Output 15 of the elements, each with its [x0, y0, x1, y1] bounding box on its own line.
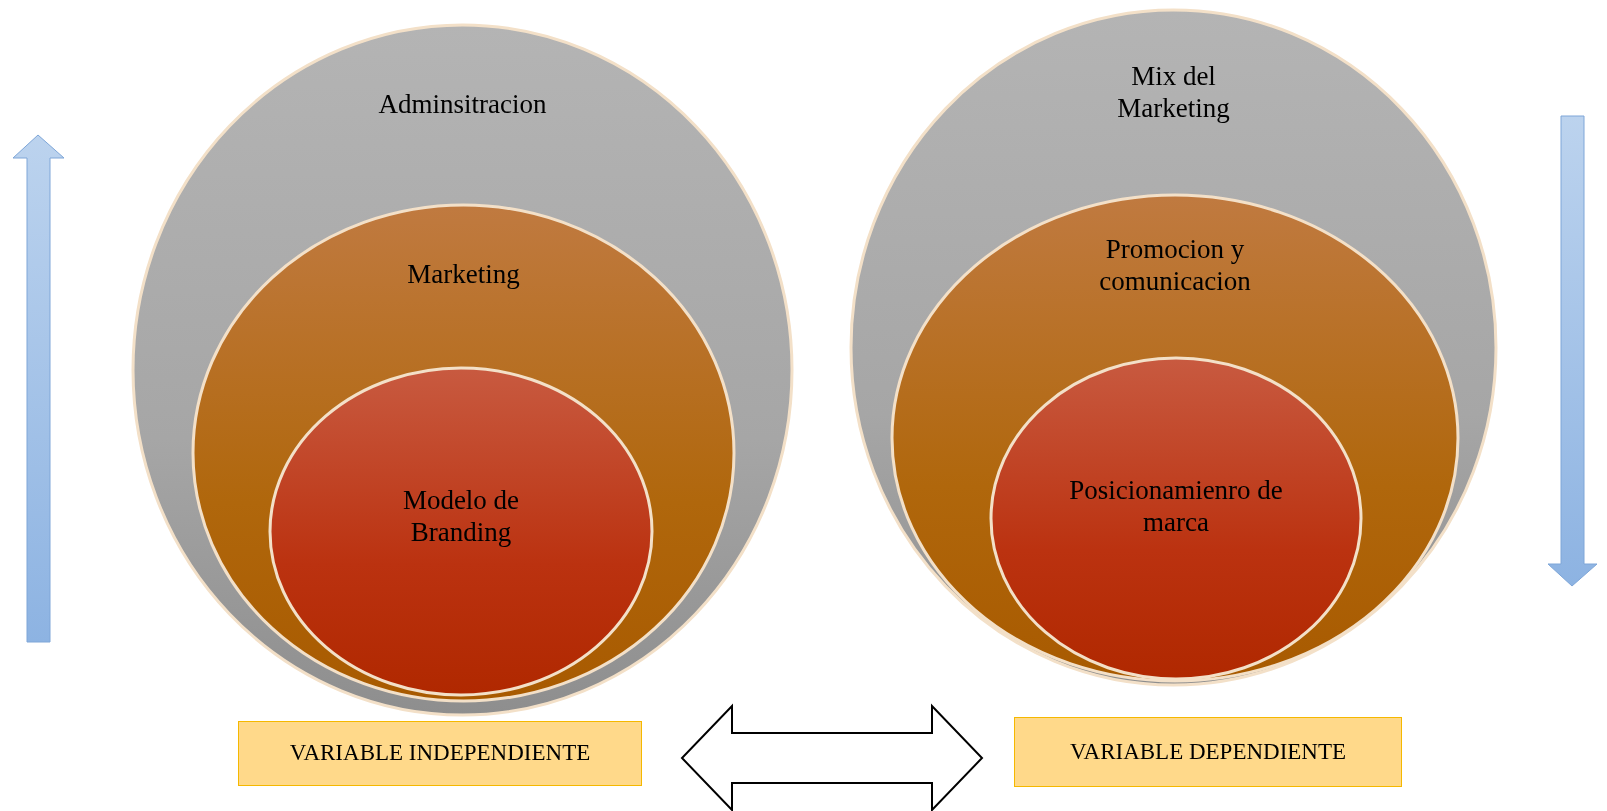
middle-ellipse: [191, 203, 736, 703]
inner-ellipse: [989, 356, 1363, 681]
ellipse-label: Posicionamienro de marca: [1068, 474, 1284, 538]
variable-box: VARIABLE DEPENDIENTE: [1014, 717, 1402, 787]
ellipse-label: Promocion y comunicacion: [1098, 233, 1252, 297]
ellipse-label: Adminsitracion: [377, 88, 548, 120]
inner-ellipse: [268, 366, 654, 697]
ellipse-label: Mix del Marketing: [1116, 60, 1231, 124]
outer-circle: [849, 8, 1498, 687]
outer-circle: [131, 23, 794, 717]
ellipse-label: Marketing: [406, 258, 521, 290]
double-arrow: [680, 703, 984, 811]
variable-box: VARIABLE INDEPENDIENTE: [238, 721, 642, 786]
ellipse-label: Modelo de Branding: [401, 484, 521, 548]
middle-ellipse: [890, 193, 1460, 683]
